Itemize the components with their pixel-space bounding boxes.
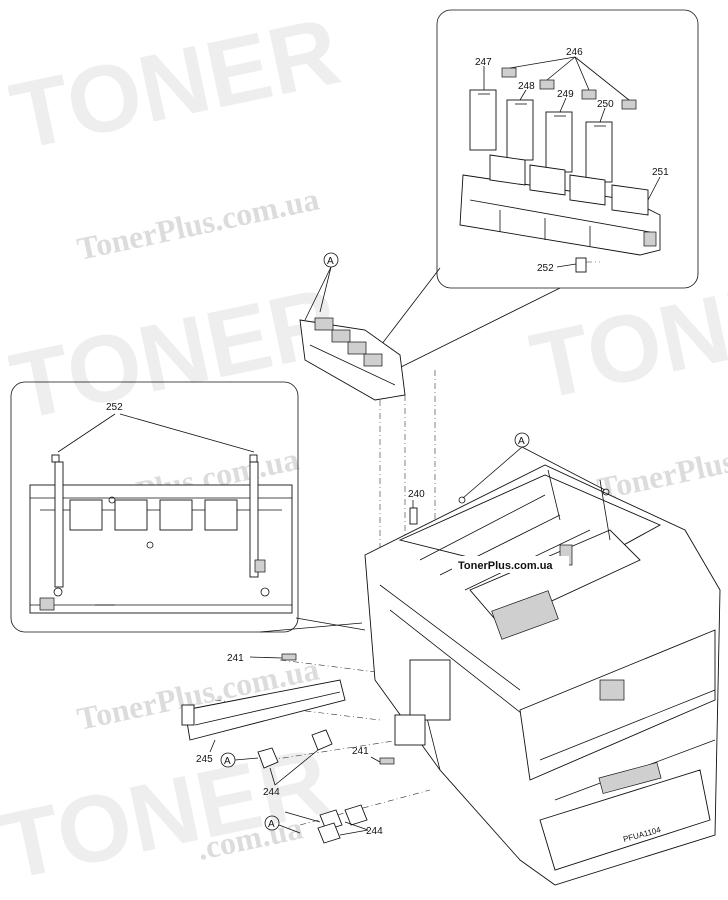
main-chassis: PFUA1104 [364, 464, 721, 886]
cover-250 [585, 121, 613, 183]
label-247: 247 [475, 57, 492, 68]
inner-frame [29, 461, 293, 614]
label-244-left: 244 [263, 787, 280, 798]
holder-assembly-small: A [299, 252, 406, 401]
cover-247 [469, 89, 497, 151]
part-252-small [575, 257, 587, 273]
label-241-mid: 241 [352, 746, 369, 757]
part-240: 240 [408, 489, 425, 525]
rail-245: 245 [181, 679, 346, 765]
label-249: 249 [557, 89, 574, 100]
label-251: 251 [652, 167, 669, 178]
cover-249 [545, 111, 573, 173]
label-244-right: 244 [366, 826, 383, 837]
label-252-left: 252 [106, 402, 123, 413]
watermark-site-top: TonerPlus.com.ua [74, 180, 322, 266]
label-245: 245 [196, 754, 213, 765]
watermark-banner: TonerPlus.com.ua [458, 560, 553, 572]
label-240: 240 [408, 489, 425, 500]
detail-bubble-top: 246 247 248 249 250 251 252 [374, 9, 699, 371]
connector-246-group [501, 56, 637, 110]
watermark-site-right: TonerPlus.com.ua [594, 420, 728, 506]
callout-a-bottom: A [268, 819, 275, 830]
block-244-left: A 244 [220, 729, 333, 798]
label-250: 250 [597, 99, 614, 110]
watermark-toner-mid: TONER [2, 268, 348, 440]
label-252-top: 252 [537, 263, 554, 274]
callout-a-top: A [327, 256, 334, 267]
screw-241-mid: 241 [352, 746, 395, 765]
callout-a-left: A [224, 756, 231, 767]
label-246: 246 [566, 47, 583, 58]
block-244-bottom: A 244 [264, 804, 383, 844]
label-241-left: 241 [227, 653, 244, 664]
cover-248 [506, 99, 534, 161]
callout-a-right: A [518, 436, 525, 447]
watermark-toner-top: TONER [2, 0, 348, 171]
screw-241-left: 241 [227, 653, 297, 664]
detail-bubble-left: 252 [10, 381, 366, 633]
label-248: 248 [518, 81, 535, 92]
screw-callout-right: A [458, 432, 610, 504]
holder-251 [459, 154, 661, 256]
watermark-banner-bg [452, 556, 569, 573]
